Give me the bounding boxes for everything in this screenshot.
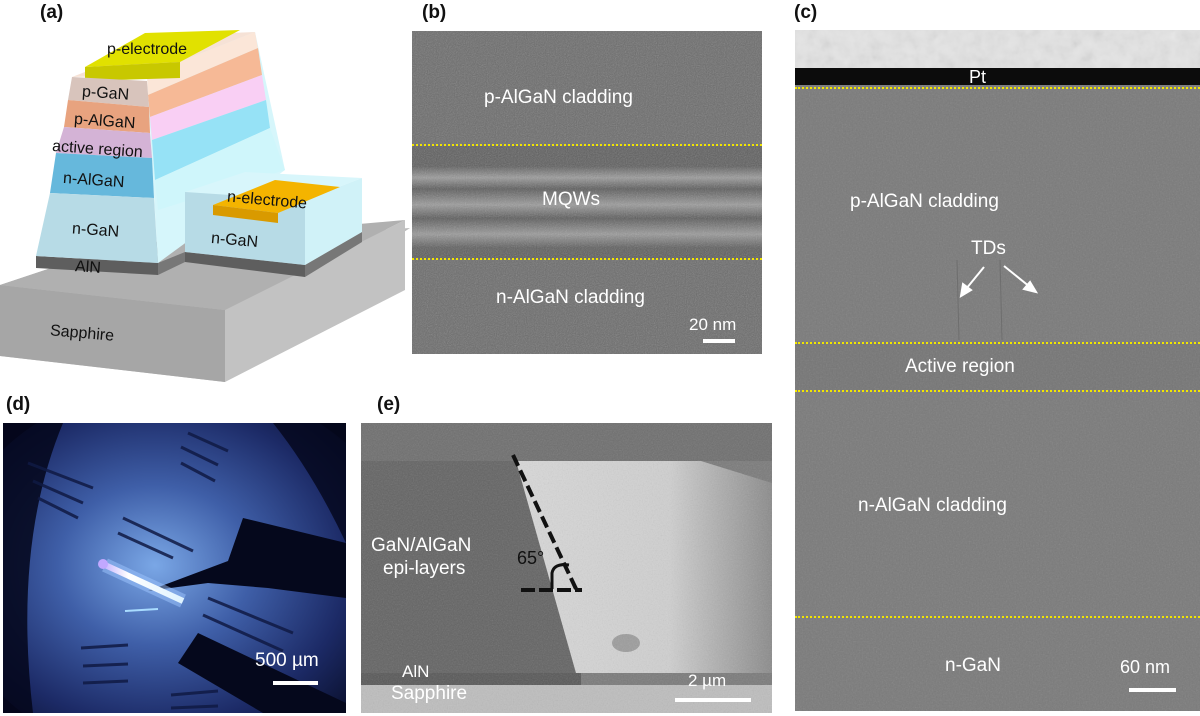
scale-bar-label: 20 nm	[689, 315, 737, 334]
label-epi-line2: epi-layers	[383, 558, 466, 579]
tem-image-mqw: p-AlGaN cladding MQWs n-AlGaN cladding 2…	[412, 31, 762, 354]
aln-layer-front	[36, 256, 158, 275]
scale-bar	[1129, 688, 1176, 692]
scale-bar-label: 60 nm	[1120, 657, 1171, 677]
label-n-algan-cladding: n-AlGaN cladding	[858, 495, 1007, 516]
panel-label-e: (e)	[377, 394, 401, 415]
optical-micrograph: 500 µm	[3, 423, 346, 713]
label-p-electrode: p-electrode	[107, 41, 188, 58]
label-p-algan-cladding: p-AlGaN cladding	[850, 191, 999, 212]
label-sapphire: Sapphire	[391, 683, 468, 704]
label-tds: TDs	[971, 238, 1006, 259]
label-pt: Pt	[969, 67, 987, 87]
ridge-stripes	[27, 431, 294, 710]
scale-bar	[703, 339, 735, 343]
label-epi-line1: GaN/AlGaN	[371, 535, 472, 556]
sem-texture	[361, 423, 772, 713]
pt-layer	[795, 68, 1200, 85]
tem-noise-texture	[412, 31, 762, 354]
probe-needle	[148, 518, 346, 598]
label-n-algan-cladding: n-AlGaN cladding	[496, 287, 645, 308]
scale-bar	[675, 698, 751, 702]
panel-label-a: (a)	[40, 2, 64, 23]
label-mqws: MQWs	[542, 189, 601, 210]
scale-bar-label: 2 µm	[688, 671, 727, 690]
label-angle: 65°	[517, 548, 545, 568]
panel-label-b: (b)	[422, 2, 447, 23]
boundary-n-cladding-gan	[795, 616, 1200, 618]
tem-cross-section-texture	[795, 30, 1200, 711]
active-region-layer	[56, 127, 152, 158]
boundary-pt	[795, 87, 1200, 89]
panel-label-c: (c)	[794, 2, 818, 23]
label-n-gan: n-GaN	[945, 655, 1001, 676]
panel-label-d: (d)	[6, 394, 31, 415]
device-schematic: p-electrode p-GaN p-AlGaN active region …	[0, 0, 420, 390]
n-gan-layer	[36, 193, 158, 263]
label-aln: AlN	[74, 258, 102, 277]
boundary-lower	[412, 258, 762, 260]
label-p-algan-cladding: p-AlGaN cladding	[484, 87, 633, 108]
scale-bar-label: 500 µm	[255, 650, 319, 671]
layer-stack-illustration	[0, 30, 410, 382]
emission-photo	[3, 423, 346, 713]
scale-bar	[273, 681, 318, 685]
probe-pad	[178, 633, 346, 713]
angle-annotation	[511, 454, 582, 592]
label-p-gan: p-GaN	[81, 83, 130, 104]
boundary-p-active	[795, 342, 1200, 344]
boundary-active-n	[795, 390, 1200, 392]
label-aln: AlN	[402, 662, 430, 681]
tem-cross-section: Pt p-AlGaN cladding TDs Active region n-…	[795, 30, 1200, 711]
label-n-gan: n-GaN	[71, 220, 120, 241]
p-gan-layer	[68, 77, 149, 107]
boundary-upper	[412, 144, 762, 146]
p-electrode-pad	[85, 30, 240, 67]
label-active-region: Active region	[905, 356, 1015, 377]
sem-facet-image: GaN/AlGaN epi-layers 65° AlN Sapphire 2 …	[361, 423, 772, 713]
n-algan-layer	[50, 153, 154, 198]
lasing-beam	[103, 562, 185, 604]
p-algan-layer	[64, 100, 150, 133]
n-electrode-pad	[213, 180, 340, 213]
td-arrows	[959, 265, 1039, 298]
